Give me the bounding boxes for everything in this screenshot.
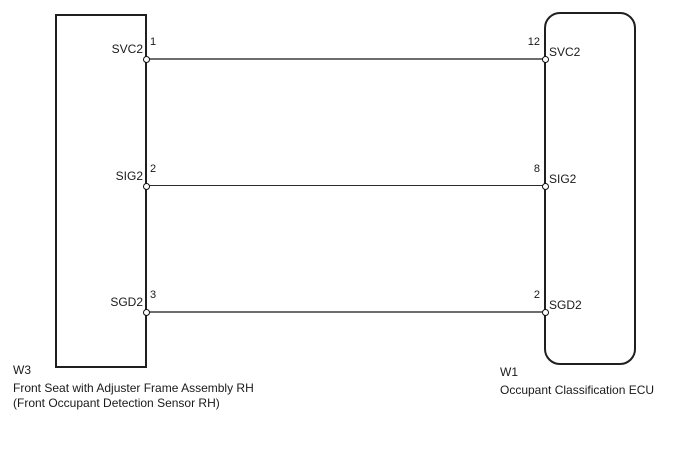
wire-sig2 [146,185,545,187]
pin-number-w1-12: 12 [527,36,540,48]
component-id-w3: W3 [13,363,31,377]
wire-svc2 [146,58,545,60]
pin-number-w1-2: 2 [533,289,540,301]
pin-label-w3-svc2: SVC2 [111,42,143,56]
component-box-w1 [544,12,636,365]
pin-terminal-w1-2 [541,308,549,316]
pin-label-w3-sgd2: SGD2 [110,295,143,309]
pin-terminal-w3-1 [142,55,150,63]
pin-label-w1-svc2: SVC2 [549,45,581,59]
wire-sgd2 [146,311,545,313]
pin-label-w1-sig2: SIG2 [549,172,577,186]
component-name-w3-line1: Front Seat with Adjuster Frame Assembly … [13,381,254,395]
component-id-w1: W1 [500,365,518,379]
pin-number-w1-8: 8 [533,163,540,175]
component-name-w3: Front Seat with Adjuster Frame Assembly … [13,381,254,410]
component-name-w3-line2: (Front Occupant Detection Sensor RH) [13,395,220,410]
component-box-w3 [55,14,147,368]
component-name-w1: Occupant Classification ECU [500,383,654,398]
pin-number-w3-1: 1 [150,36,157,48]
pin-number-w3-2: 2 [150,163,157,175]
pin-terminal-w3-2 [142,182,150,190]
component-name-w1-line1: Occupant Classification ECU [500,383,655,397]
pin-terminal-w1-8 [541,182,549,190]
pin-terminal-w1-12 [541,55,549,63]
pin-number-w3-3: 3 [150,289,157,301]
pin-label-w3-sig2: SIG2 [115,169,143,183]
pin-terminal-w3-3 [142,308,150,316]
pin-label-w1-sgd2: SGD2 [549,298,582,312]
